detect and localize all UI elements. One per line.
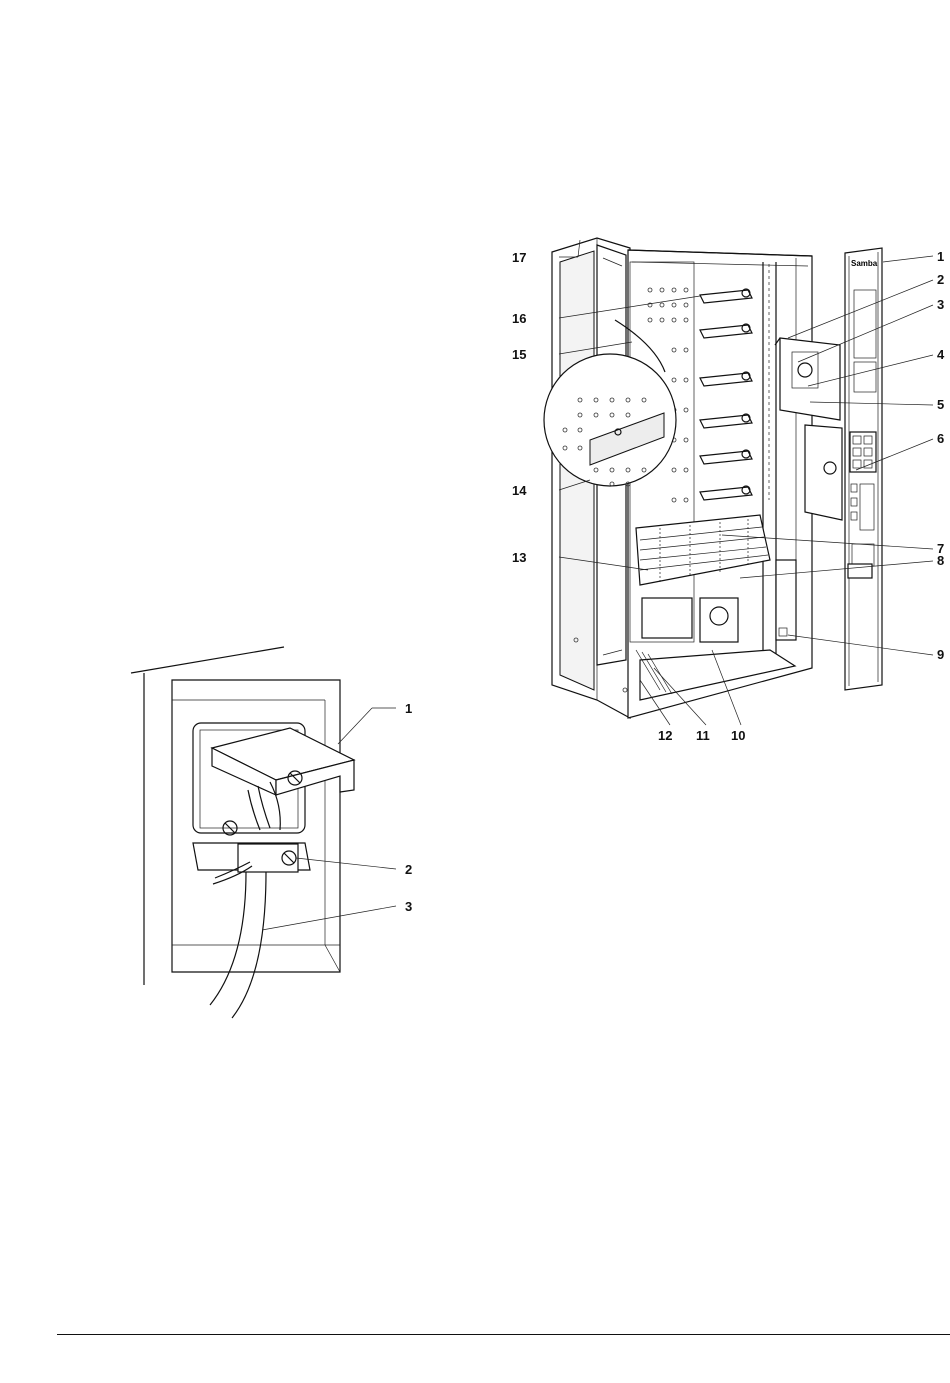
callout-left-17: 17 bbox=[512, 250, 526, 265]
vending-machine-figure: Samba bbox=[512, 238, 945, 743]
socket-callout-2: 2 bbox=[405, 862, 412, 877]
cabinet bbox=[628, 250, 812, 718]
socket-callout-3: 3 bbox=[405, 899, 412, 914]
callout-right-3: 3 bbox=[937, 297, 944, 312]
callout-right-9: 9 bbox=[937, 647, 944, 662]
footer-rule bbox=[57, 1334, 950, 1335]
callout-right-5: 5 bbox=[937, 397, 944, 412]
callout-left-14: 14 bbox=[512, 483, 527, 498]
callout-right-1: 1 bbox=[937, 249, 944, 264]
socket-figure: 1 2 3 bbox=[131, 647, 412, 1018]
callout-bottom-10: 10 bbox=[731, 728, 745, 743]
callout-bottom-11: 11 bbox=[696, 728, 710, 743]
callout-right-4: 4 bbox=[937, 347, 945, 362]
callout-right-8: 8 bbox=[937, 553, 944, 568]
callout-left-13: 13 bbox=[512, 550, 526, 565]
callout-right-2: 2 bbox=[937, 272, 944, 287]
callout-left-16: 16 bbox=[512, 311, 526, 326]
socket-callout-1: 1 bbox=[405, 701, 412, 716]
brand-label: Samba bbox=[851, 259, 878, 268]
callout-left-15: 15 bbox=[512, 347, 526, 362]
callout-bottom-12: 12 bbox=[658, 728, 672, 743]
callout-right-6: 6 bbox=[937, 431, 944, 446]
